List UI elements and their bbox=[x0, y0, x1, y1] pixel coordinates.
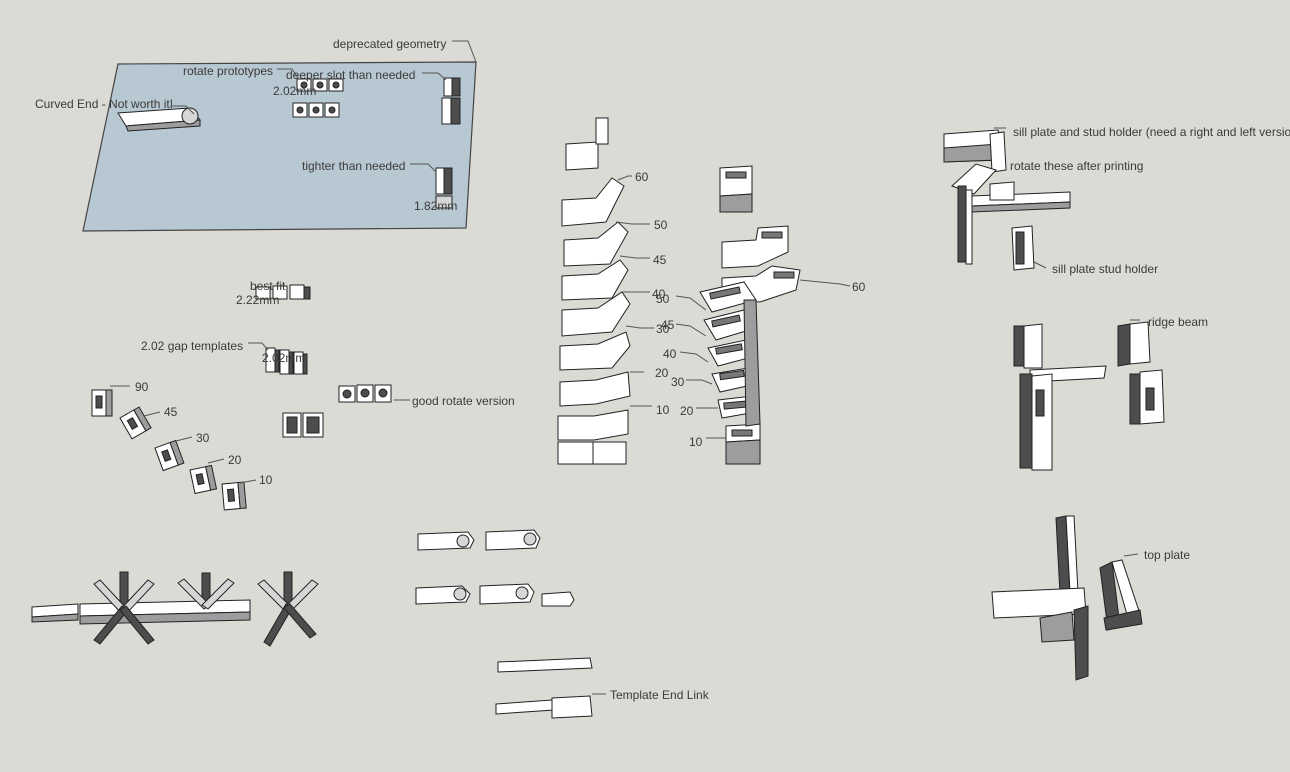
angle-center-b-3: 30 bbox=[671, 375, 685, 389]
label-gap-templates: 2.02 gap templates bbox=[141, 339, 243, 353]
angle-left-0: 90 bbox=[135, 380, 149, 394]
angle-center-a-4: 30 bbox=[656, 322, 670, 336]
angle-center-a-2: 45 bbox=[653, 253, 667, 267]
ridge-beam-connectors[interactable] bbox=[1013, 321, 1165, 471]
label-gap-dim: 2.02mm bbox=[262, 351, 305, 365]
label-rotate-after-print: rotate these after printing bbox=[1010, 159, 1143, 173]
hinge-links[interactable] bbox=[415, 529, 575, 607]
angle-center-b-2: 40 bbox=[663, 347, 677, 361]
top-plate-connector[interactable] bbox=[991, 515, 1143, 681]
left-angle-connectors[interactable] bbox=[91, 389, 247, 511]
angle-center-a-3: 40 bbox=[652, 287, 666, 301]
label-tighter: tighter than needed bbox=[302, 159, 405, 173]
label-sill-plate-stud: sill plate stud holder bbox=[1052, 262, 1158, 276]
sill-plate-stud-holder[interactable] bbox=[943, 129, 1071, 271]
template-end-link[interactable] bbox=[495, 657, 593, 719]
angle-center-b-5: 10 bbox=[689, 435, 703, 449]
tighter-part[interactable] bbox=[435, 167, 453, 209]
label-deeper-slot: deeper slot than needed bbox=[286, 68, 415, 82]
label-best-fit-dim: 2.22mm bbox=[236, 293, 279, 307]
label-curved-end: Curved End - Not worth it! bbox=[35, 97, 173, 111]
gap-template-pair[interactable] bbox=[282, 412, 324, 438]
angle-center-b-0: 50 bbox=[656, 292, 670, 306]
good-rotate-parts[interactable] bbox=[338, 384, 392, 403]
angle-center-a-5: 20 bbox=[655, 366, 669, 380]
angle-center-a-1: 50 bbox=[654, 218, 668, 232]
center-column-b[interactable] bbox=[699, 165, 801, 465]
label-deprecated-geometry: deprecated geometry bbox=[333, 37, 446, 51]
angle-left-4: 10 bbox=[259, 473, 273, 487]
angle-right-top: 60 bbox=[852, 280, 866, 294]
label-ridge-beam: ridge beam bbox=[1148, 315, 1208, 329]
center-column-a[interactable] bbox=[557, 117, 631, 465]
rotate-prototype-parts[interactable] bbox=[292, 78, 344, 118]
best-fit-parts[interactable] bbox=[255, 284, 311, 300]
label-prototype-dim: 2.02mm bbox=[273, 84, 316, 98]
hub-connectors[interactable] bbox=[31, 571, 319, 647]
label-sill-plate-holder: sill plate and stud holder (need a right… bbox=[1013, 125, 1290, 139]
label-best-fit: best fit bbox=[250, 279, 286, 293]
angle-center-a-0: 60 bbox=[635, 170, 649, 184]
label-rotate-prototypes: rotate prototypes bbox=[183, 64, 273, 78]
label-tight-dim: 1.82mm bbox=[414, 199, 457, 213]
label-template-end-link: Template End Link bbox=[610, 688, 710, 702]
angle-center-b-1: 45 bbox=[661, 318, 675, 332]
gap-template-parts[interactable] bbox=[265, 347, 308, 375]
angle-center-b-4: 20 bbox=[680, 404, 694, 418]
angle-left-2: 30 bbox=[196, 431, 210, 445]
angle-left-3: 20 bbox=[228, 453, 242, 467]
deprecated-geometry-plate[interactable] bbox=[82, 61, 477, 232]
deeper-slot-part[interactable] bbox=[441, 77, 461, 125]
curved-end-part[interactable] bbox=[117, 107, 202, 132]
angle-left-1: 45 bbox=[164, 405, 178, 419]
label-good-rotate: good rotate version bbox=[412, 394, 515, 408]
angle-center-a-6: 10 bbox=[656, 403, 670, 417]
label-top-plate: top plate bbox=[1144, 548, 1190, 562]
